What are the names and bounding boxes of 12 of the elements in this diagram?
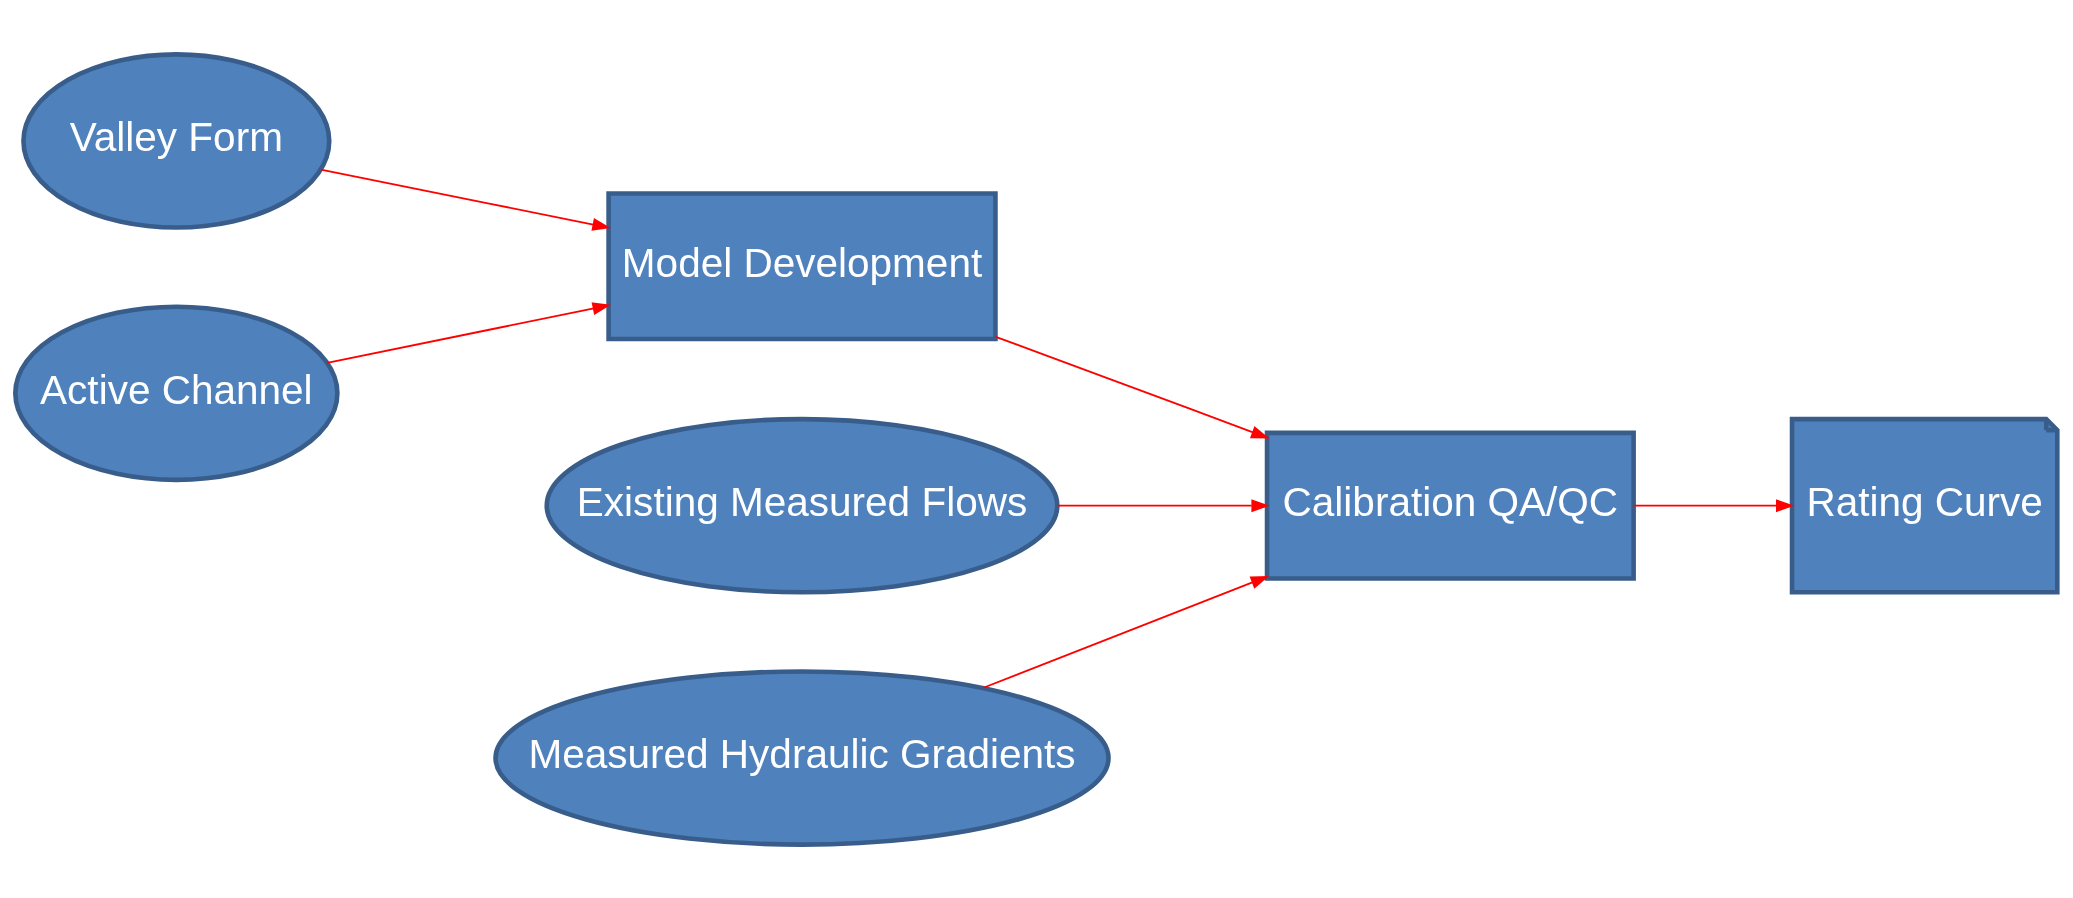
node-ellipse: Valley Form: [21, 51, 332, 230]
node-ellipse: Existing Measured Flows: [544, 416, 1060, 595]
arrow: [1056, 498, 1270, 512]
node-ellipse: Active Channel: [13, 303, 340, 482]
node-ellipse: Measured Hydraulic Gradients: [493, 668, 1111, 847]
arrow: [982, 575, 1270, 689]
arrow: [319, 168, 611, 231]
arrow: [326, 301, 611, 364]
node-box: Calibration QA/QC: [1264, 430, 1636, 581]
arrow: [994, 335, 1270, 439]
node-box: Model Development: [606, 190, 998, 341]
arrow: [1633, 498, 1795, 512]
